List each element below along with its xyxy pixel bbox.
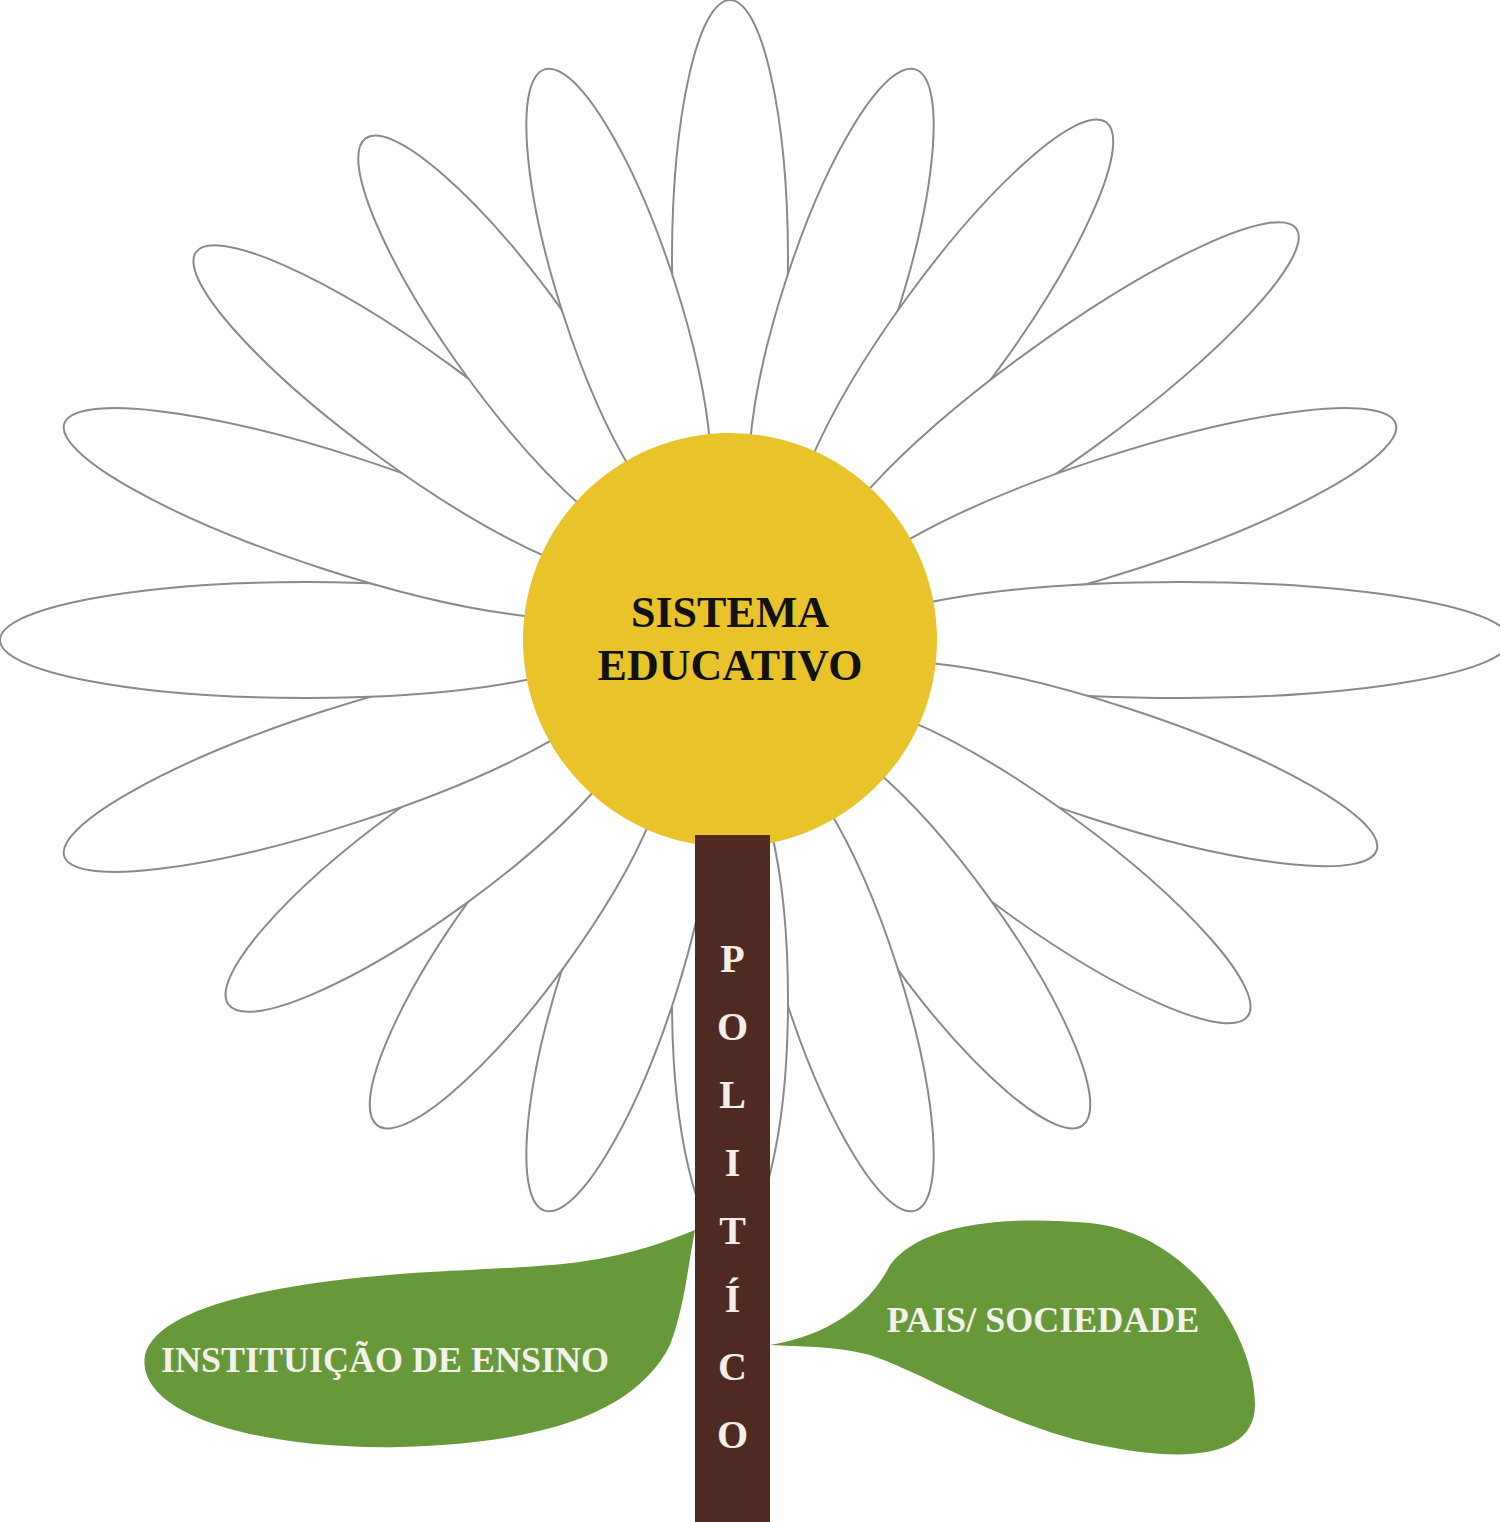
node-label: INSTITUIÇÃO DE ENSINO — [161, 1337, 609, 1384]
leaf-left: INSTITUIÇÃO DE ENSINO — [140, 1225, 700, 1455]
center-circle-shape — [522, 432, 938, 848]
leaf-right-shape — [770, 1215, 1260, 1465]
center-circle: SISTEMA EDUCATIVO — [522, 432, 938, 848]
node-label: SISTEMA EDUCATIVO — [552, 587, 908, 693]
leaf-right: PAIS/ SOCIEDADE — [770, 1215, 1260, 1465]
stem-band: POLITÍCO — [695, 835, 770, 1522]
node-label: POLITÍCO — [713, 925, 753, 1469]
node-label: PAIS/ SOCIEDADE — [887, 1297, 1199, 1344]
